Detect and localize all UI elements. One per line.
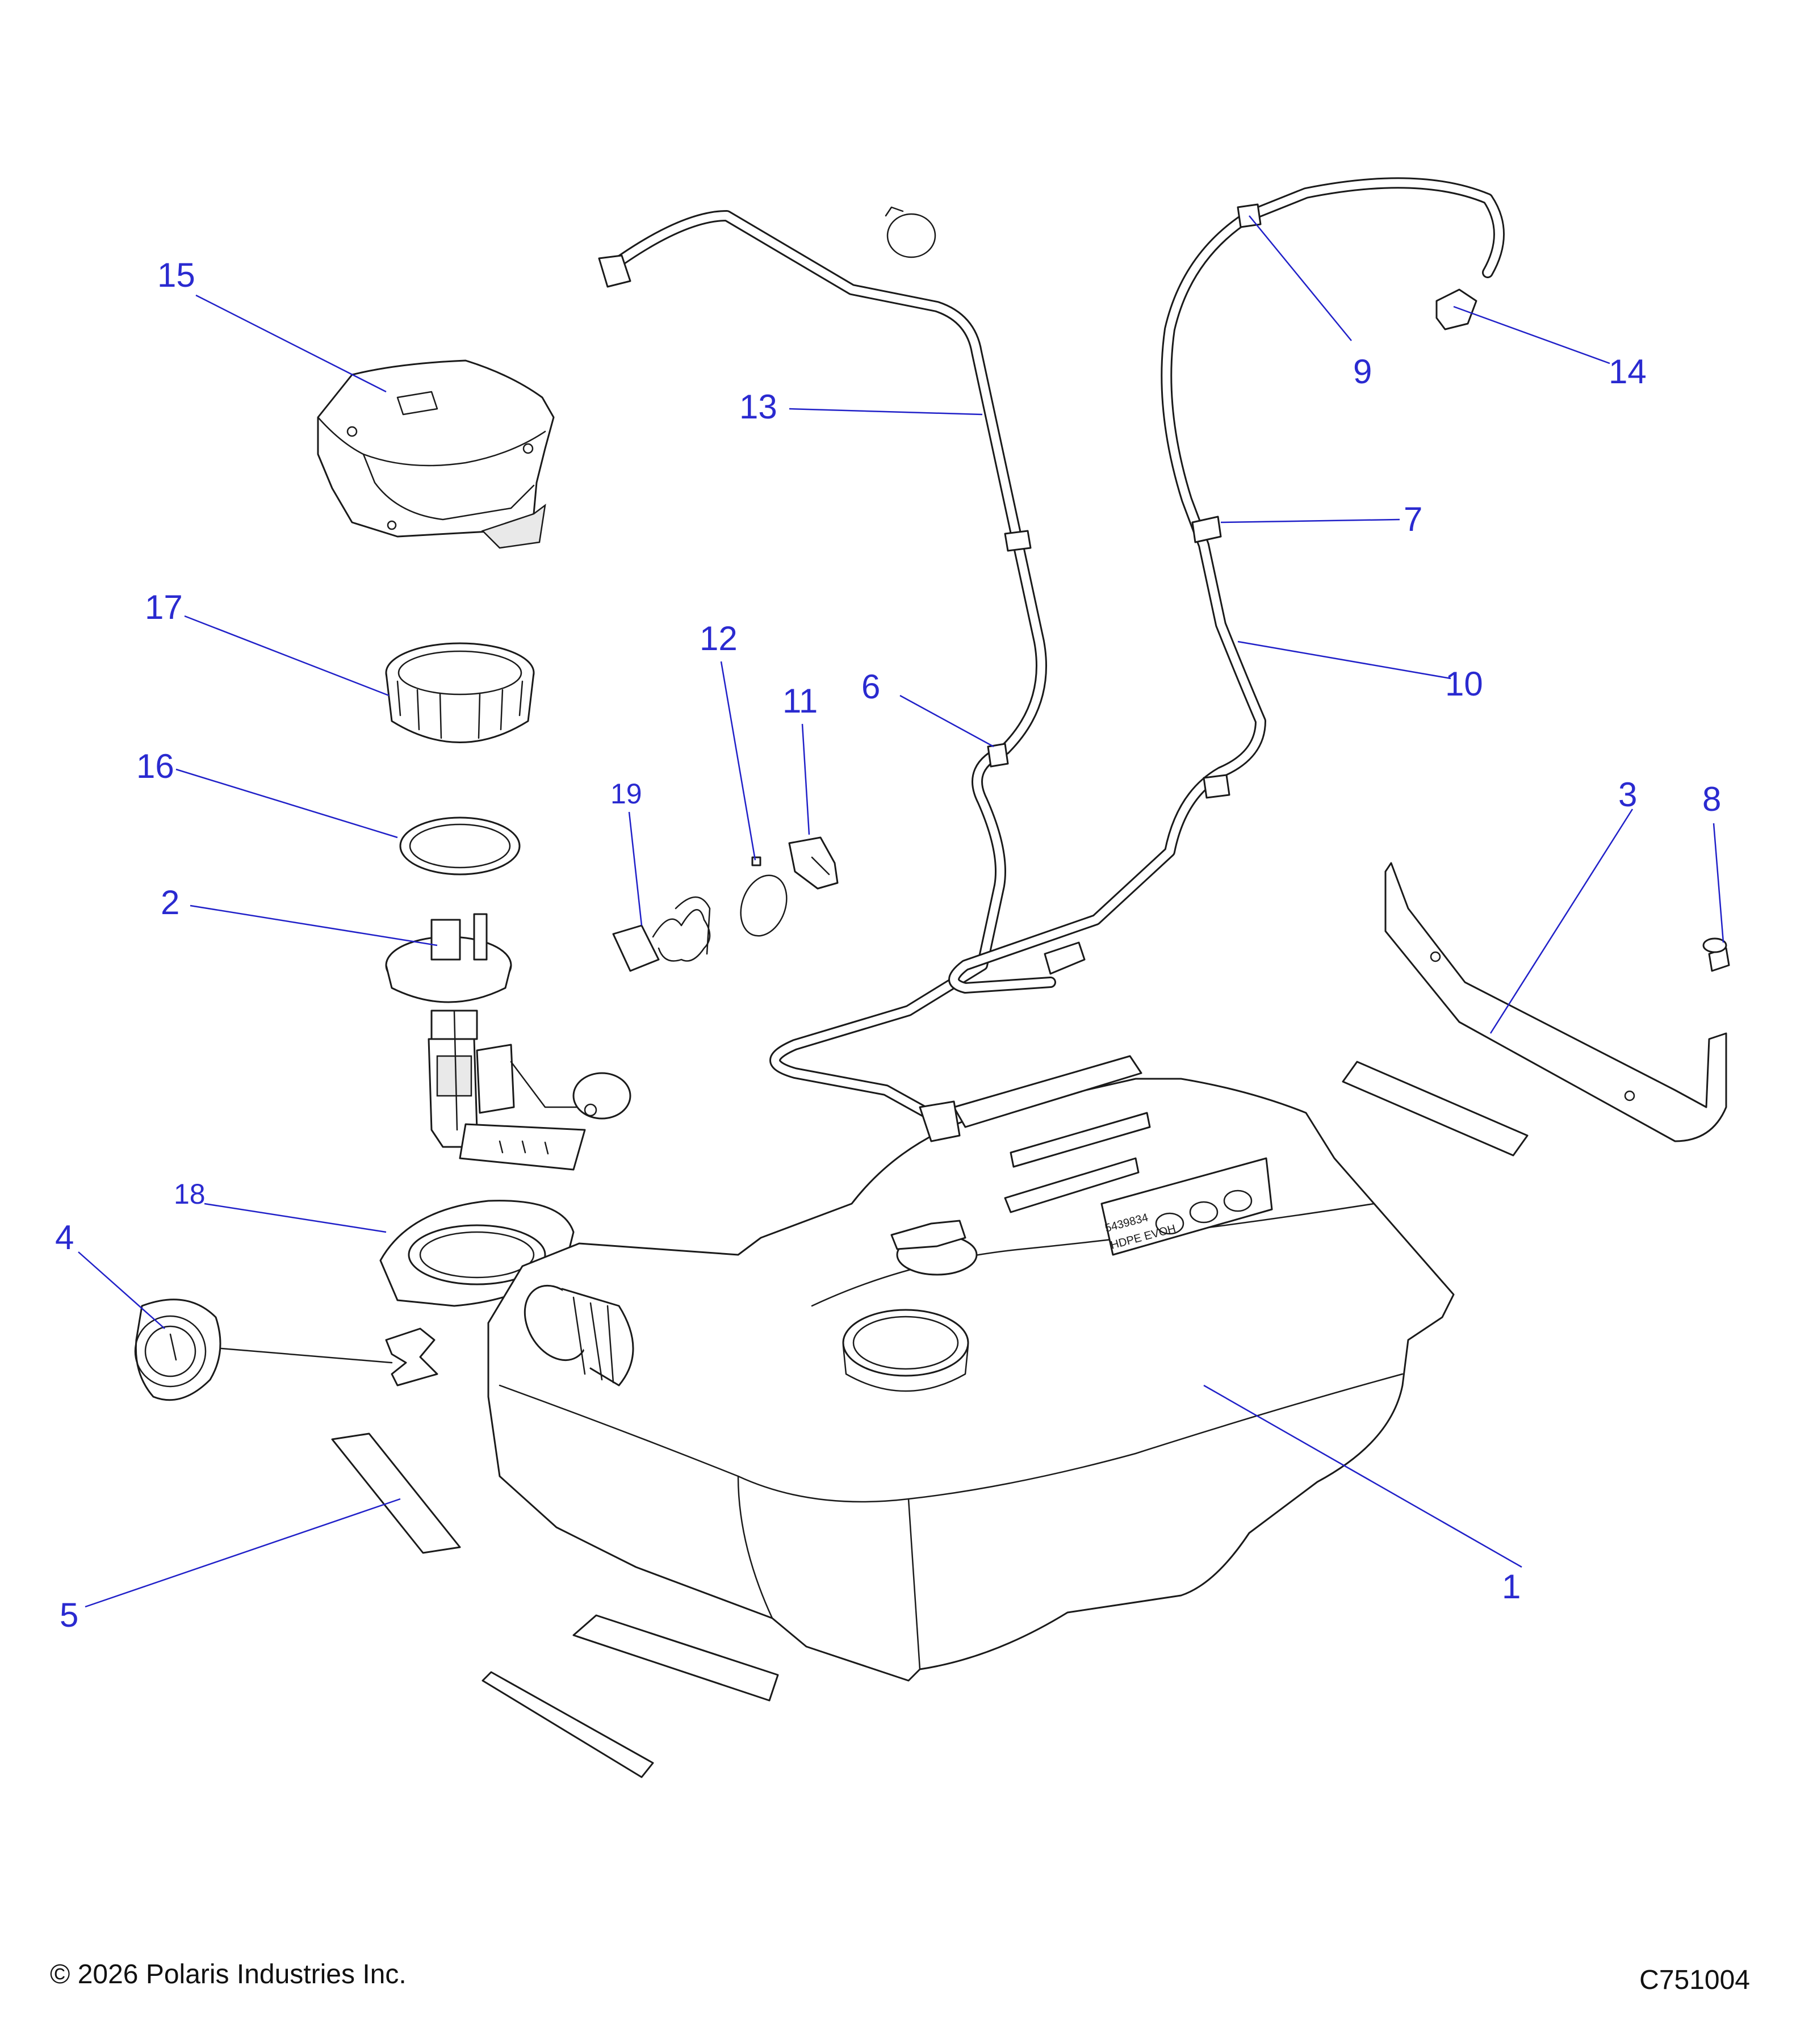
callout-11: 11 <box>782 682 818 720</box>
callout-16: 16 <box>136 747 174 785</box>
tank-filler-neck <box>524 1284 634 1387</box>
callout-2: 2 <box>161 883 179 922</box>
part-fuel-pump-cover <box>317 359 555 549</box>
part-fuel-pump-seal <box>399 816 521 876</box>
callout-10: 10 <box>1445 665 1483 703</box>
callout-13: 13 <box>739 388 777 426</box>
tank-rollover-valve <box>890 1220 978 1276</box>
part-wiring-harness <box>612 896 711 972</box>
callout-9: 9 <box>1353 353 1372 391</box>
callout-5: 5 <box>60 1596 78 1634</box>
part-vent-hose-10 <box>948 177 1505 994</box>
callout-numbers: 1 2 3 4 5 6 7 8 9 10 11 12 13 14 15 16 1… <box>55 256 1721 1634</box>
callout-3: 3 <box>1618 776 1637 814</box>
part-hose-clamp-12 <box>740 856 788 937</box>
part-tank-pad-upper <box>953 1055 1529 1157</box>
callout-12: 12 <box>700 619 738 657</box>
leader-lines <box>78 215 1724 1608</box>
callout-15: 15 <box>157 256 195 294</box>
callout-19: 19 <box>610 778 642 810</box>
part-lock-ring <box>385 642 535 743</box>
part-tank-pad-lower <box>482 1614 779 1778</box>
part-fuel-tank: 5439834 HDPE EVOH <box>487 1078 1455 1682</box>
part-hose-clamp-top <box>885 206 936 258</box>
tank-pump-opening <box>842 1309 969 1392</box>
callout-1: 1 <box>1502 1568 1521 1606</box>
copyright-notice: © 2026 Polaris Industries Inc. <box>50 1959 407 1989</box>
part-vent-hose-13 <box>598 210 1047 1142</box>
callout-8: 8 <box>1702 780 1721 818</box>
part-vent-cap <box>1435 288 1477 330</box>
part-tank-strap <box>1384 862 1727 1142</box>
part-fuel-cap <box>134 1299 438 1401</box>
callout-7: 7 <box>1404 500 1422 538</box>
callout-14: 14 <box>1609 353 1647 391</box>
callout-17: 17 <box>145 588 183 626</box>
part-bolt <box>1702 937 1730 972</box>
callout-18: 18 <box>174 1178 206 1210</box>
part-fuel-pump-assembly <box>385 913 631 1171</box>
part-clip-11 <box>788 836 839 890</box>
part-tank-pad-5 <box>331 1433 461 1554</box>
callout-4: 4 <box>55 1218 74 1256</box>
figure-id: C751004 <box>1639 1965 1750 1995</box>
callout-6: 6 <box>861 668 880 706</box>
